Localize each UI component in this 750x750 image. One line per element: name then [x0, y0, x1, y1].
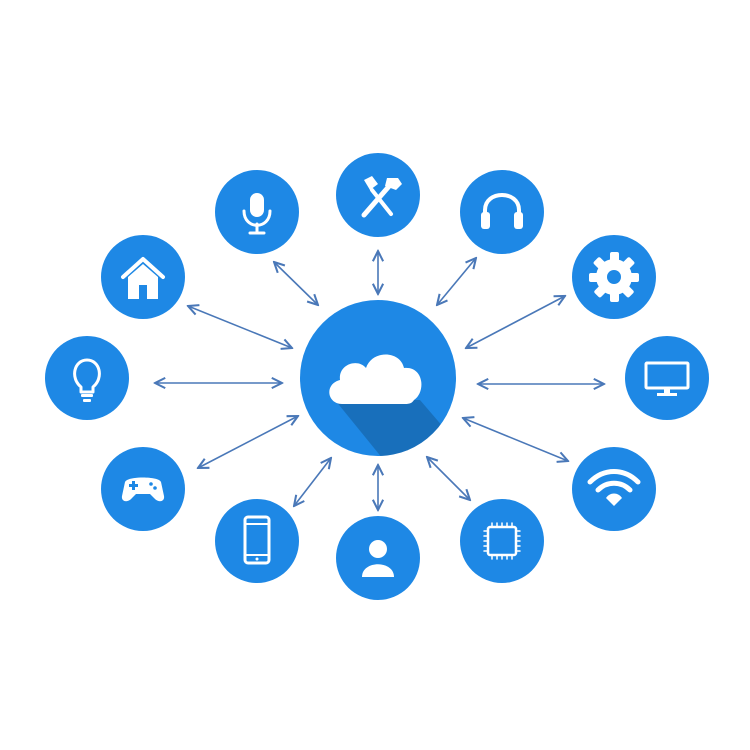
node-user[interactable]: [336, 516, 420, 600]
gamepad-icon: [121, 477, 165, 502]
gear-icon: [589, 252, 639, 302]
node-tools[interactable]: [336, 153, 420, 237]
connector-chip: [427, 457, 470, 500]
connector-settings: [466, 296, 565, 348]
node-gamepad[interactable]: [101, 447, 185, 531]
connectors: [155, 251, 604, 510]
lightbulb-icon: [73, 358, 101, 402]
connector-smartphone: [294, 458, 331, 506]
node-home[interactable]: [101, 235, 185, 319]
microphone-icon: [242, 193, 272, 235]
user-icon: [362, 540, 394, 577]
node-smartphone[interactable]: [215, 499, 299, 583]
wifi-icon: [587, 469, 641, 506]
node-headphones[interactable]: [460, 170, 544, 254]
connector-headphones: [437, 258, 476, 305]
node-settings[interactable]: [572, 235, 656, 319]
house-icon: [121, 257, 165, 299]
connector-wifi: [463, 418, 568, 461]
node-microphone[interactable]: [215, 170, 299, 254]
connector-home: [188, 306, 292, 348]
smartphone-icon: [243, 515, 271, 565]
hub-node[interactable]: [300, 300, 480, 480]
node-wifi[interactable]: [572, 447, 656, 531]
node-chip[interactable]: [460, 499, 544, 583]
headphones-icon: [481, 193, 523, 229]
connector-microphone: [274, 262, 318, 305]
cloud-icon: [329, 354, 422, 404]
node-monitor[interactable]: [625, 336, 709, 420]
chip-icon: [483, 522, 521, 560]
monitor-icon: [644, 361, 690, 396]
hammer-screwdriver-icon: [361, 176, 402, 218]
node-lightbulb[interactable]: [45, 336, 129, 420]
connector-gamepad: [198, 416, 298, 468]
